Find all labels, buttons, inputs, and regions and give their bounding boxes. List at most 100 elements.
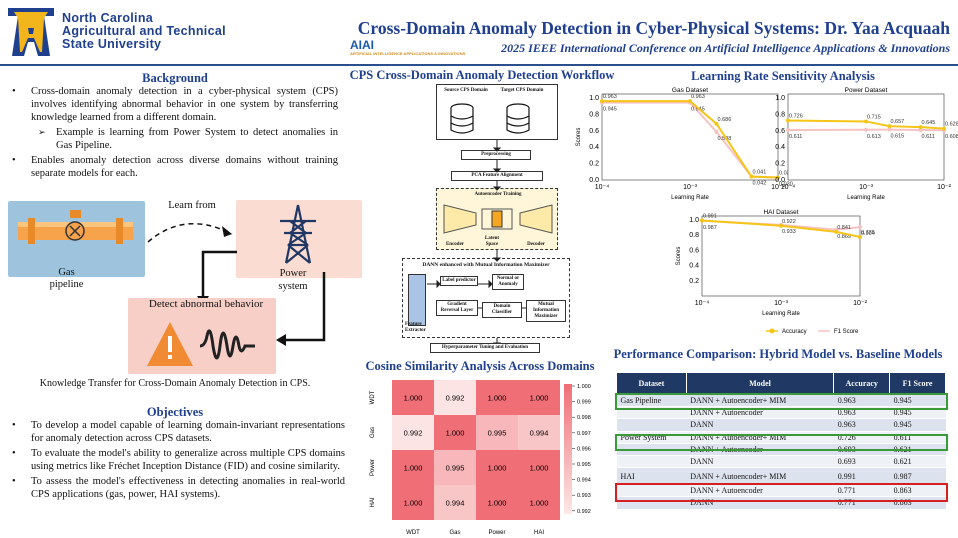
y-tick-label: 0.8 xyxy=(689,232,699,239)
table-cell: 0.945 xyxy=(889,394,946,408)
wf-latent: Latent Space xyxy=(484,236,500,247)
heatmap-cell xyxy=(518,485,560,520)
chart-frame xyxy=(787,93,945,181)
autoencoder-diagram xyxy=(443,204,553,234)
objective-item: To evaluate the model's ability to gener… xyxy=(6,447,345,473)
colorbar-label: 0.999 xyxy=(577,400,591,406)
x-tick-label: 10⁻⁴ xyxy=(595,184,610,191)
data-point xyxy=(918,127,923,132)
table-cell: 0.621 xyxy=(889,455,946,469)
colorbar-label: 0.998 xyxy=(577,415,591,421)
return-arrow-icon xyxy=(276,272,326,346)
heatmap-xlabel: Power xyxy=(488,530,505,536)
heatmap-value: 1.000 xyxy=(404,394,423,403)
detect-label: Detect abnormal behavior xyxy=(148,298,264,310)
data-point xyxy=(714,121,719,126)
heatmap-cell xyxy=(476,415,518,450)
university-name: North Carolina Agricultural and Technica… xyxy=(62,12,226,51)
data-label: 0.869 xyxy=(837,234,851,240)
database-icons xyxy=(450,103,530,134)
gas-label: Gas pipeline xyxy=(49,267,84,290)
colorbar-label: 0.993 xyxy=(577,493,591,499)
data-point xyxy=(786,127,790,132)
data-label: 0.628 xyxy=(945,122,958,128)
performance-heading: Performance Comparison: Hybrid Model vs.… xyxy=(613,347,943,361)
x-tick-label: 10⁻³ xyxy=(683,184,697,191)
y-axis-label: Scores xyxy=(576,128,582,147)
heatmap-cell xyxy=(518,380,560,415)
data-label: 0.615 xyxy=(890,134,904,140)
background-subitem: Example is learning from Power System to… xyxy=(6,126,338,152)
data-point xyxy=(700,218,704,223)
heatmap-ylabel: HAI xyxy=(370,497,376,507)
data-label: 0.991 xyxy=(703,213,717,219)
data-label: 0.945 xyxy=(603,107,617,113)
data-label: 0.657 xyxy=(890,119,904,125)
heatmap-value: 0.992 xyxy=(446,394,465,403)
heatmap-value: 1.000 xyxy=(404,464,423,473)
x-tick-label: 10⁻⁴ xyxy=(781,184,796,191)
aiai-subtext: ARTIFICIAL INTELLIGENCE APPLICATIONS & I… xyxy=(350,51,466,56)
data-point xyxy=(834,229,839,234)
colorbar-label: 0.996 xyxy=(577,446,591,452)
x-axis-label: Learning Rate xyxy=(671,195,709,201)
heatmap-cell xyxy=(434,450,476,485)
heatmap-cell xyxy=(434,380,476,415)
data-label: 0.726 xyxy=(789,114,803,120)
data-label: 0.963 xyxy=(603,94,617,100)
uni-line-3: State University xyxy=(62,37,162,51)
data-label: 0.841 xyxy=(837,225,851,231)
ncat-logo xyxy=(8,8,54,56)
heatmap-ylabel: Gas xyxy=(370,427,376,438)
colorbar-label: 0.992 xyxy=(577,509,591,515)
data-label: 0.030 xyxy=(779,171,793,177)
background-heading: Background xyxy=(142,71,208,85)
y-tick-label: 0.2 xyxy=(589,161,599,168)
uni-line-2: Agricultural and Technical xyxy=(62,24,226,38)
heatmap-value: 1.000 xyxy=(488,394,507,403)
data-label: 0.904 xyxy=(861,231,875,237)
data-label: 0.042 xyxy=(753,181,767,187)
chart-title: Gas Dataset xyxy=(672,87,708,94)
x-axis-label: Learning Rate xyxy=(762,311,800,317)
data-label: 0.613 xyxy=(867,134,881,140)
heatmap-xlabel: Gas xyxy=(449,530,460,536)
legend-f1: F1 Score xyxy=(834,329,859,335)
heatmap-cell xyxy=(476,380,518,415)
heatmap-value: 1.000 xyxy=(530,499,549,508)
data-point xyxy=(786,118,790,123)
legend-accuracy: Accuracy xyxy=(782,329,807,335)
transfer-caption: Knowledge Transfer for Cross-Domain Anom… xyxy=(39,378,311,389)
wf-target: Target CPS Domain xyxy=(496,87,548,95)
learn-from-label: Learn from xyxy=(168,200,216,211)
wf-hyperparameter: Hyperparameter Tuning and Evaluation xyxy=(430,343,540,353)
wf-feature-extractor: Feature Extractor xyxy=(405,322,426,333)
table-cell: DANN xyxy=(686,455,834,469)
heatmap-value: 1.000 xyxy=(530,464,549,473)
data-point xyxy=(779,223,783,228)
data-point xyxy=(942,126,946,131)
workflow-heading: CPS Cross-Domain Anomaly Detection Workf… xyxy=(349,68,615,82)
highlight-power xyxy=(615,434,948,451)
y-tick-label: 0.4 xyxy=(589,144,599,151)
heatmap-value: 1.000 xyxy=(488,464,507,473)
data-point xyxy=(858,234,862,239)
x-axis-label: Learning Rate xyxy=(847,195,885,201)
heatmap-value: 0.992 xyxy=(404,429,423,438)
table-cell xyxy=(616,455,687,469)
heatmap-ylabel: Power xyxy=(370,459,376,476)
y-tick-label: 0.2 xyxy=(775,161,785,168)
objective-item: To assess the model's effectiveness in d… xyxy=(6,475,345,501)
table-cell: 0.863 xyxy=(889,484,946,498)
table-cell: DANN + Autoencoder xyxy=(686,484,834,498)
y-tick-label: 1.0 xyxy=(775,95,785,102)
table-cell: DANN + Autoencoder+ MIM xyxy=(686,394,834,408)
heatmap-cell xyxy=(392,485,434,520)
heatmap-cell xyxy=(476,485,518,520)
data-label: 0.987 xyxy=(703,225,717,231)
data-label: 0.922 xyxy=(782,219,796,225)
